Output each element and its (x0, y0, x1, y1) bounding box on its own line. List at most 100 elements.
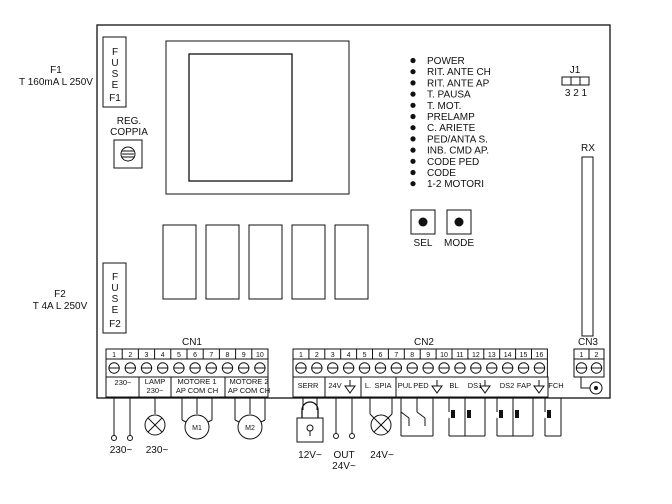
terminal-number: 1 (580, 352, 584, 359)
led-dot (410, 169, 416, 176)
terminal-screw[interactable] (390, 362, 403, 374)
terminal-number: 1 (299, 352, 303, 359)
safety-contact-icon (464, 398, 485, 437)
indicator-lamp-icon (370, 414, 392, 436)
svg-text:F: F (112, 47, 118, 58)
rx-receiver-slot (581, 156, 594, 337)
terminal-screw[interactable] (533, 362, 546, 374)
pushbutton-contact-icon (400, 404, 410, 426)
cn1-labels: 230~ LAMP 230~ MOTORE 1 AP COM CH MOTORE… (115, 377, 271, 395)
terminal-screw[interactable] (238, 362, 250, 374)
out-label: OUT (333, 450, 354, 461)
mode-button[interactable] (446, 209, 472, 235)
terminal-screw[interactable] (108, 362, 120, 374)
cn2-ds2-label: DS2 (500, 381, 515, 390)
terminal-screw[interactable] (173, 362, 185, 374)
fuse-f1-rating: T 160mA L 250V (19, 77, 93, 88)
cn1-motor1-label: MOTORE 1 (177, 377, 216, 386)
terminal-screw[interactable] (486, 362, 498, 374)
terminal-screw[interactable] (124, 362, 137, 374)
led-dot (410, 147, 416, 153)
sel-button-label: SEL (414, 238, 433, 249)
jumper-j1[interactable] (561, 76, 590, 86)
reg-coppia-label-2: COPPIA (110, 127, 148, 138)
terminal-number: 14 (504, 352, 512, 359)
terminal-number: 4 (347, 352, 351, 359)
led-dot (410, 125, 416, 131)
relay-5 (334, 224, 369, 300)
terminal-screw[interactable] (221, 362, 234, 374)
terminal-number: 4 (161, 352, 165, 359)
terminal-screw[interactable] (157, 362, 169, 374)
terminal-screw[interactable] (575, 362, 588, 374)
jumper-j1-pins: 3 2 1 (565, 88, 588, 99)
svg-text:F: F (112, 272, 118, 283)
svg-text:F1: F1 (109, 93, 121, 104)
terminal-screw[interactable] (374, 362, 387, 374)
terminal-screw[interactable] (254, 362, 266, 374)
out-voltage-label: 24V~ (332, 461, 356, 472)
relay-2 (205, 224, 240, 300)
lamp-icon (144, 414, 166, 436)
lock-voltage-label: 12V~ (298, 450, 322, 461)
cn1-motor2-label: MOTORE 2 (229, 377, 268, 386)
terminal-screw[interactable] (327, 362, 339, 374)
relay-1 (162, 224, 197, 300)
terminal-number: 6 (193, 352, 197, 359)
led-dot (410, 113, 416, 120)
safety-contact-icon (496, 398, 513, 437)
terminal-screw[interactable] (295, 362, 307, 374)
terminal-number: 1 (112, 352, 116, 359)
terminal-screw[interactable] (454, 362, 466, 374)
terminal-number: 13 (488, 352, 496, 359)
terminal-number: 6 (378, 352, 382, 359)
led-dot (410, 91, 416, 97)
led-label: RIT. ANTE AP (427, 78, 490, 89)
terminal-screw[interactable] (311, 362, 323, 374)
terminal-screw[interactable] (140, 362, 153, 374)
cn1-motor2-pins: AP COM CH (228, 386, 270, 395)
mains-supply-label: 230~ (110, 445, 133, 456)
terminal-screw[interactable] (205, 362, 218, 374)
terminal-screw[interactable] (501, 362, 514, 374)
fuse-f1: F U S E F1 (102, 36, 127, 108)
relay-4 (291, 224, 326, 300)
ground-icon (533, 380, 545, 394)
terminal-number: 3 (145, 352, 149, 359)
cn2-spia-label: SPIA (374, 381, 391, 390)
cn2-name: CN2 (414, 337, 434, 348)
svg-text:U: U (111, 283, 118, 294)
terminal-screw[interactable] (406, 362, 418, 374)
terminal-screw[interactable] (358, 362, 371, 374)
jumper-j1-name: J1 (570, 65, 581, 76)
safety-contact-icon (544, 398, 561, 437)
reg-coppia-label-1: REG. (117, 116, 141, 127)
torque-trimmer[interactable] (113, 139, 143, 169)
led-label: PRELAMP (427, 112, 475, 123)
cn2-fap-label: FAP (517, 381, 531, 390)
led-label: T. PAUSA (427, 90, 471, 101)
terminal-number: 5 (177, 352, 181, 359)
terminal-screw[interactable] (438, 362, 450, 374)
terminal-screw[interactable] (470, 362, 482, 374)
led-dot (410, 57, 416, 64)
cn2-serr-label: SERR (298, 381, 319, 390)
terminal-screw[interactable] (590, 362, 603, 374)
safety-contact-icon (512, 398, 533, 437)
terminal-screw[interactable] (342, 362, 355, 374)
terminal-screw[interactable] (422, 362, 434, 374)
terminal-screw[interactable] (517, 362, 530, 374)
terminal-screw[interactable] (189, 362, 201, 374)
led-dot (410, 102, 416, 108)
cn1-name: CN1 (182, 337, 202, 348)
terminal-number: 7 (209, 352, 213, 359)
led-label: 1-2 MOTORI (427, 179, 484, 190)
svg-text:E: E (112, 305, 119, 316)
terminal-number: 2 (128, 352, 132, 359)
terminal-number: 15 (520, 352, 528, 359)
sel-button[interactable] (410, 209, 436, 235)
terminal-number: 10 (440, 352, 448, 359)
svg-text:S: S (112, 69, 119, 80)
led-dot (410, 181, 416, 187)
